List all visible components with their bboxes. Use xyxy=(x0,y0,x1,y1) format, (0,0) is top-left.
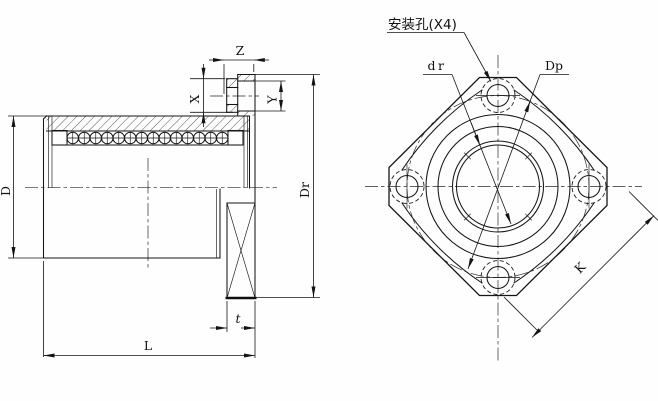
dim-label-t: t xyxy=(235,311,241,326)
side-view-centerlines xyxy=(25,95,277,270)
mounting-hole-leader xyxy=(463,32,492,82)
dim-label-z: Z xyxy=(236,43,245,58)
side-view: D Dr L t Z xyxy=(0,43,320,358)
left-seal xyxy=(51,129,68,146)
dim-label-dr-flange: Dr xyxy=(297,182,312,198)
mounting-hole-bottom xyxy=(476,260,520,295)
flange-flat-cross xyxy=(225,202,257,300)
ball-row xyxy=(66,131,229,145)
dim-label-dp: Dp xyxy=(545,58,563,73)
sleeve-inner-circle xyxy=(437,125,559,248)
mounting-hole-right xyxy=(571,164,607,209)
right-seal xyxy=(227,129,244,146)
dim-label-x: X xyxy=(187,94,202,103)
dim-label-l: L xyxy=(144,338,152,353)
flange-section xyxy=(225,73,257,300)
dim-label-y: Y xyxy=(265,95,280,105)
body-od-circle xyxy=(425,113,571,260)
outer-sleeve-hatch xyxy=(46,116,250,131)
groove-circle xyxy=(455,144,541,229)
mounting-hole-left xyxy=(389,164,425,209)
front-view-dimensions: 安装孔(X4) dr Dp K xyxy=(387,17,658,338)
ball-bearing xyxy=(215,131,229,145)
front-view: 安装孔(X4) dr Dp K xyxy=(365,17,658,363)
dim-label-dr-bore: dr xyxy=(428,58,447,73)
mounting-hole-note: 安装孔(X4) xyxy=(388,17,457,33)
mounting-holes xyxy=(389,78,607,295)
bearing-body-section xyxy=(42,115,251,259)
mounting-hole-top xyxy=(476,78,520,113)
dim-label-k: K xyxy=(571,259,589,277)
dim-label-d: D xyxy=(0,186,13,196)
bore-circle xyxy=(451,140,545,233)
side-view-dimensions: D Dr L t Z xyxy=(0,43,320,358)
flange-outline xyxy=(388,76,608,297)
